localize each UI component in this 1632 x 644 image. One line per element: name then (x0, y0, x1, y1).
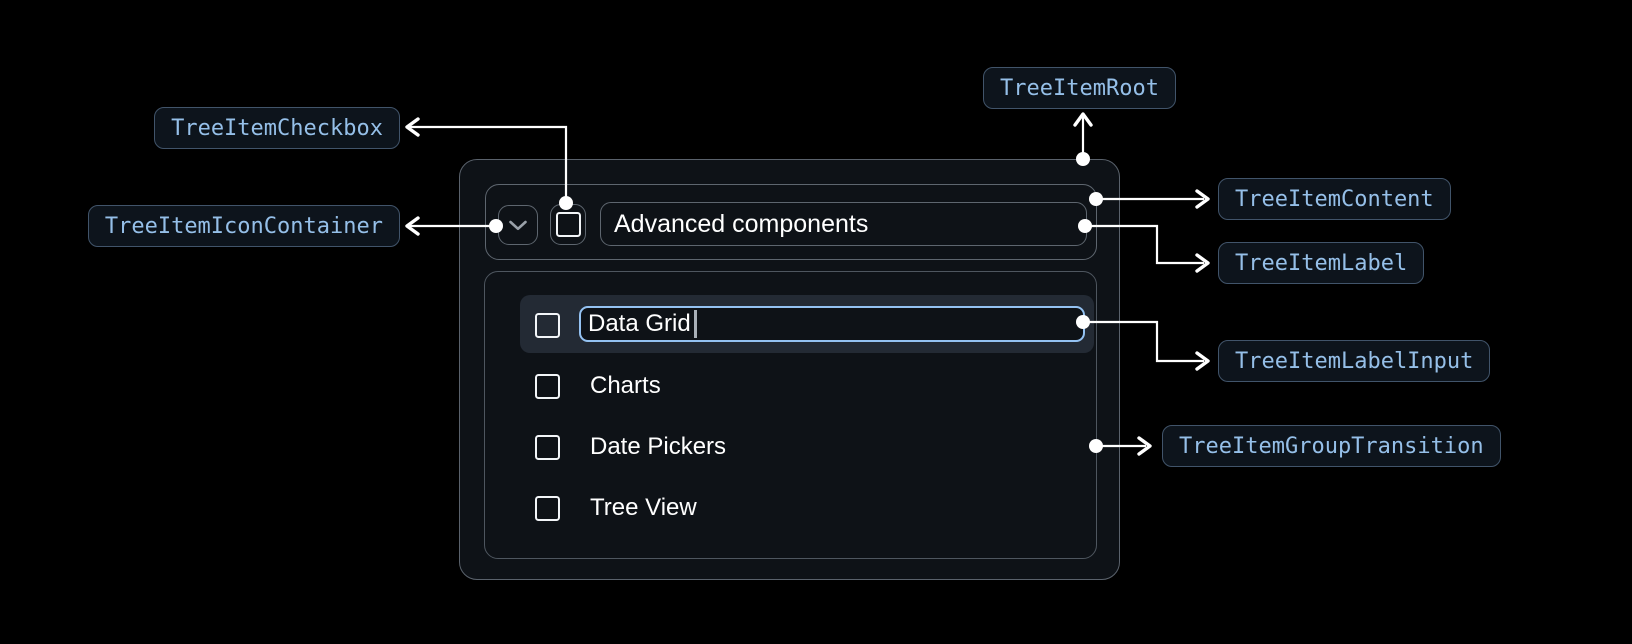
annotation-chip-tree-item-label-input: TreeItemLabelInput (1218, 340, 1491, 382)
label-input-value: Data Grid (588, 310, 691, 337)
tree-item-row-editing[interactable]: Data Grid (520, 295, 1094, 353)
tree-item-row[interactable]: Date Pickers (535, 433, 726, 461)
chevron-down-icon (509, 220, 527, 230)
annotation-chip-tree-item-content: TreeItemContent (1218, 178, 1451, 220)
arrowhead (405, 117, 420, 137)
arrowhead (1073, 112, 1093, 127)
checkbox-unchecked-icon (555, 212, 581, 237)
tree-item-checkbox[interactable] (535, 313, 560, 338)
arrowhead (1195, 253, 1210, 273)
tree-item-group-transition: Data Grid Charts Date Pickers Tree View (484, 271, 1097, 559)
tree-item-checkbox[interactable] (535, 495, 560, 521)
tree-item-label: Charts (590, 372, 661, 399)
arrowhead (1195, 189, 1210, 209)
text-cursor (693, 310, 697, 338)
annotation-chip-tree-item-group-transition: TreeItemGroupTransition (1162, 425, 1501, 467)
tree-item-checkbox[interactable] (535, 373, 560, 399)
tree-item-label[interactable]: Advanced components (600, 202, 1087, 246)
tree-item-row[interactable]: Tree View (535, 494, 697, 522)
tree-item-label-input[interactable]: Data Grid (579, 306, 1085, 342)
arrowhead (405, 216, 420, 236)
tree-item-label-text: Advanced components (614, 209, 869, 238)
annotation-chip-tree-item-root: TreeItemRoot (983, 67, 1176, 109)
tree-item-label: Tree View (590, 494, 697, 521)
tree-item-checkbox[interactable] (535, 434, 560, 460)
tree-item-content[interactable]: Advanced components (485, 184, 1097, 260)
tree-item-icon-container[interactable] (498, 205, 538, 245)
tree-item-row[interactable]: Charts (535, 372, 661, 400)
annotation-chip-tree-item-icon-container: TreeItemIconContainer (87, 205, 400, 247)
arrowhead (1195, 351, 1210, 371)
arrowhead (1137, 436, 1152, 456)
tree-item-label: Date Pickers (590, 433, 727, 460)
annotation-chip-tree-item-checkbox: TreeItemCheckbox (154, 107, 400, 149)
annotation-chip-tree-item-label: TreeItemLabel (1218, 242, 1425, 284)
tree-item-checkbox[interactable] (550, 204, 586, 245)
tree-item-root: Advanced components Data Grid Charts Dat… (459, 159, 1120, 580)
